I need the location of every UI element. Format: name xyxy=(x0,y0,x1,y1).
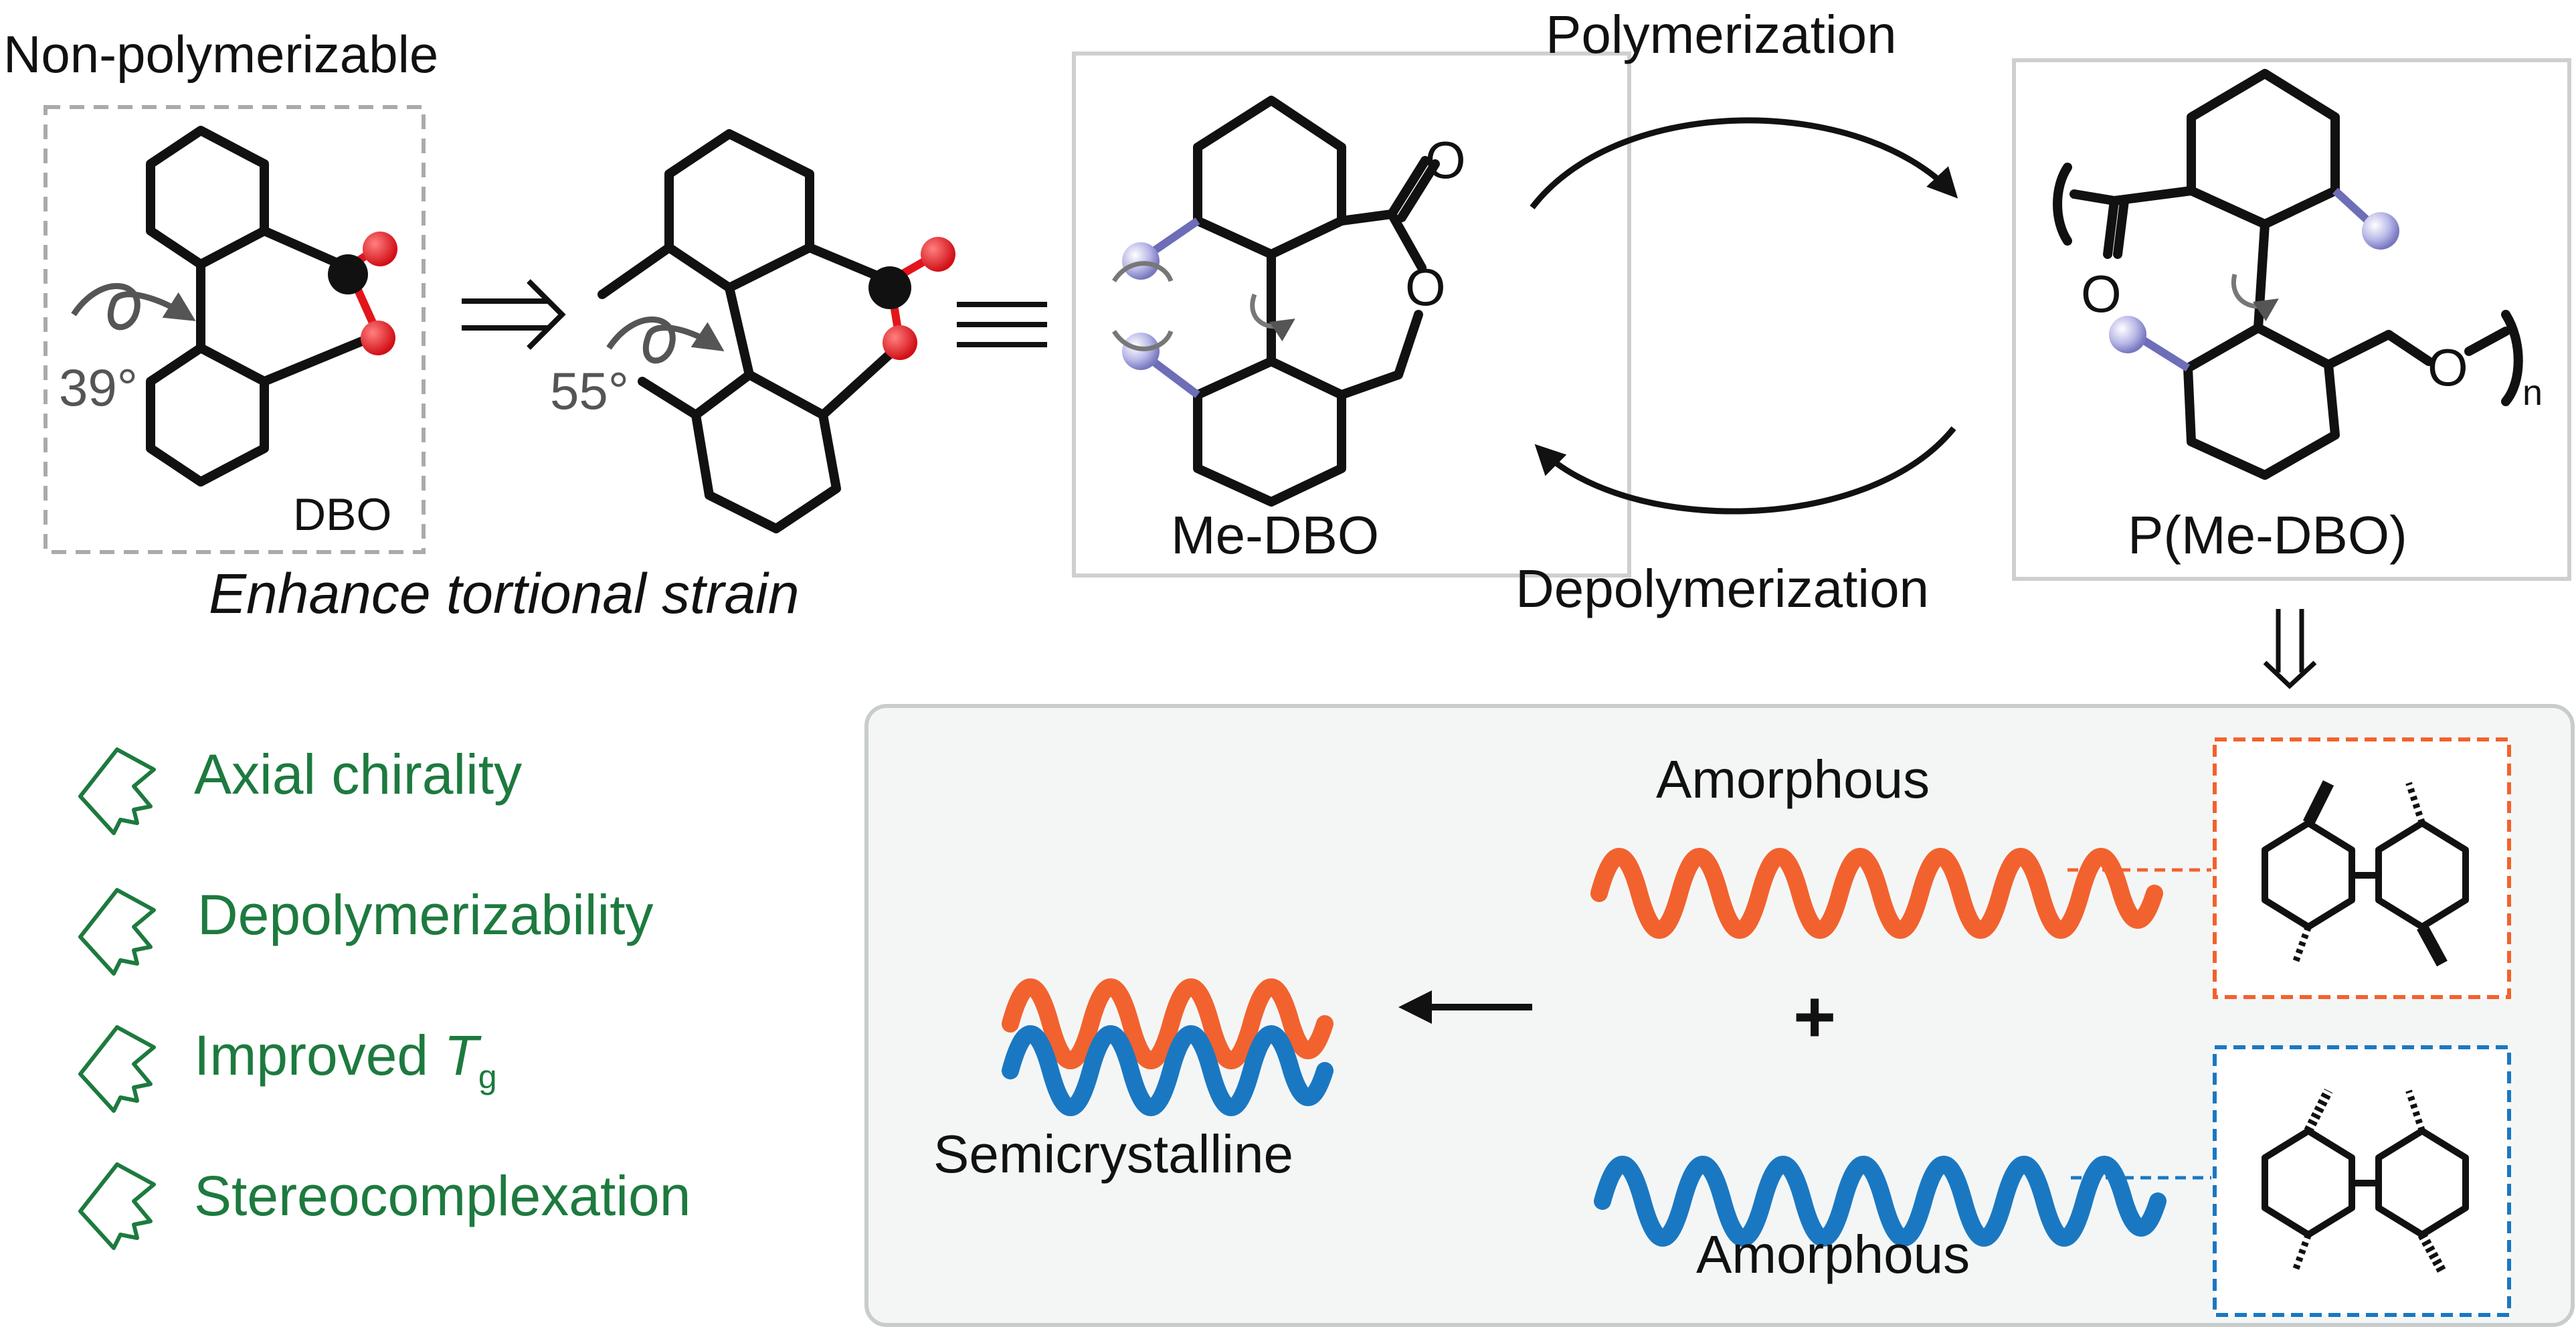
enhance-strain-label: Enhance tortional strain xyxy=(209,562,800,625)
plus-sign: + xyxy=(1793,976,1837,1058)
hand-pointer-icon xyxy=(78,888,156,976)
methyl-sphere-top xyxy=(1122,242,1160,280)
p-me-dbo-label: P(Me-DBO) xyxy=(2128,505,2407,565)
me-dbo-3d-structure xyxy=(597,129,901,533)
polymerization-label: Polymerization xyxy=(1546,5,1897,64)
orange-polymer-chain xyxy=(1590,848,2163,939)
polymer-ester-o: O xyxy=(2427,338,2468,397)
polymer-methyl-sphere-left xyxy=(2109,316,2146,353)
hand-pointer-icon xyxy=(78,1025,156,1113)
polymer-carbonyl-o: O xyxy=(2081,264,2122,323)
polymer-subscript-n: n xyxy=(2522,373,2543,413)
me-dbo-carbonyl-o: O xyxy=(1425,130,1466,189)
intermediate-oxygen-atom-1 xyxy=(921,237,955,272)
intermediate-carbon-atom xyxy=(868,266,911,309)
methyl-sphere-bottom xyxy=(1122,333,1160,370)
feature-tg-symbol: T xyxy=(444,1024,478,1087)
hand-pointer-icon xyxy=(78,1162,156,1250)
me-dbo-ester-o: O xyxy=(1405,258,1446,317)
dbo-label: DBO xyxy=(293,489,392,540)
feature-improved-text: Improved xyxy=(194,1024,444,1087)
polymerization-arrow xyxy=(1530,117,1958,209)
dbo-dashed-box xyxy=(43,105,426,554)
hand-pointer-icon xyxy=(78,747,156,835)
semicrystalline-label: Semicrystalline xyxy=(933,1124,1293,1184)
feature-tg-subscript: g xyxy=(478,1058,497,1095)
bottom-panel xyxy=(864,704,2575,1327)
rotation-arrow-icon xyxy=(1250,293,1295,342)
downward-arrow xyxy=(2263,609,2317,689)
intermediate-oxygen-atom-2 xyxy=(883,325,917,360)
blue-polymer-chain xyxy=(1594,1156,2167,1247)
rotation-arrow-icon xyxy=(71,283,196,331)
amorphous-bottom-label: Amorphous xyxy=(1696,1225,1970,1284)
polymer-methyl-sphere-right xyxy=(2362,212,2399,250)
feature-stereocomplexation: Stereocomplexation xyxy=(194,1164,691,1227)
dbo-carbon-atom xyxy=(328,254,368,294)
angle-39-label: 39° xyxy=(59,358,138,417)
amorphous-top-label: Amorphous xyxy=(1656,749,1930,809)
blue-biphenyl xyxy=(2262,1088,2469,1274)
orange-biphenyl xyxy=(2262,780,2469,967)
rotation-arrow-icon xyxy=(2231,274,2279,322)
me-dbo-box xyxy=(1072,52,1631,578)
depolymerization-label: Depolymerization xyxy=(1515,559,1930,618)
depolymerization-arrow xyxy=(1534,426,1956,515)
angle-55-label: 55° xyxy=(550,361,629,420)
feature-depolymerizability: Depolymerizability xyxy=(197,883,654,946)
stereocomplex-blue-chain xyxy=(1002,1025,1333,1116)
rotation-arrow-icon xyxy=(606,317,725,364)
non-polymerizable-label: Non-polymerizable xyxy=(3,25,439,84)
me-dbo-label: Me-DBO xyxy=(1171,505,1380,565)
feature-axial-chirality: Axial chirality xyxy=(194,743,523,806)
dbo-oxygen-atom-2 xyxy=(361,321,395,355)
stereocomplex-orange-chain xyxy=(1002,978,1333,1069)
dbo-structure xyxy=(146,126,383,486)
polymer-box xyxy=(2012,58,2571,581)
feature-improved-tg: Improved Tg xyxy=(194,1027,497,1093)
equivalence-sign xyxy=(957,302,1047,347)
retro-arrow-1 xyxy=(462,279,566,350)
dbo-oxygen-atom-1 xyxy=(363,232,397,266)
